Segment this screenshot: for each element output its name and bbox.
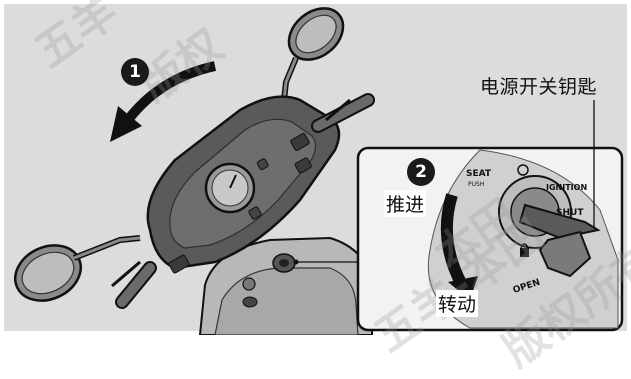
turn-handlebar-arrow: [110, 61, 217, 142]
push-small-text: PUSH: [468, 181, 484, 188]
bulb-icon: [517, 164, 529, 176]
push-label: 推进: [384, 190, 427, 217]
ignition-text: IGNITION: [546, 183, 587, 192]
diagram-canvas: SEAT PUSH IGNITION SHUT OPEN 五羊 版权 本田 五羊…: [4, 0, 631, 378]
seat-text: SEAT: [466, 169, 492, 179]
step-2-badge: 2: [407, 158, 435, 186]
shut-text: SHUT: [556, 208, 584, 218]
scooter-illustration: SEAT PUSH IGNITION SHUT OPEN: [4, 4, 627, 336]
left-grip: [111, 260, 157, 309]
power-switch-key-label: 电源开关钥匙: [480, 76, 598, 98]
lock-icon: [520, 248, 529, 257]
handlebar-cover: [146, 95, 341, 274]
left-mirror: [14, 235, 141, 302]
right-mirror: [281, 7, 345, 101]
step-1-badge: 1: [121, 58, 149, 86]
right-grip: [311, 93, 375, 133]
turn-label: 转动: [436, 290, 479, 317]
